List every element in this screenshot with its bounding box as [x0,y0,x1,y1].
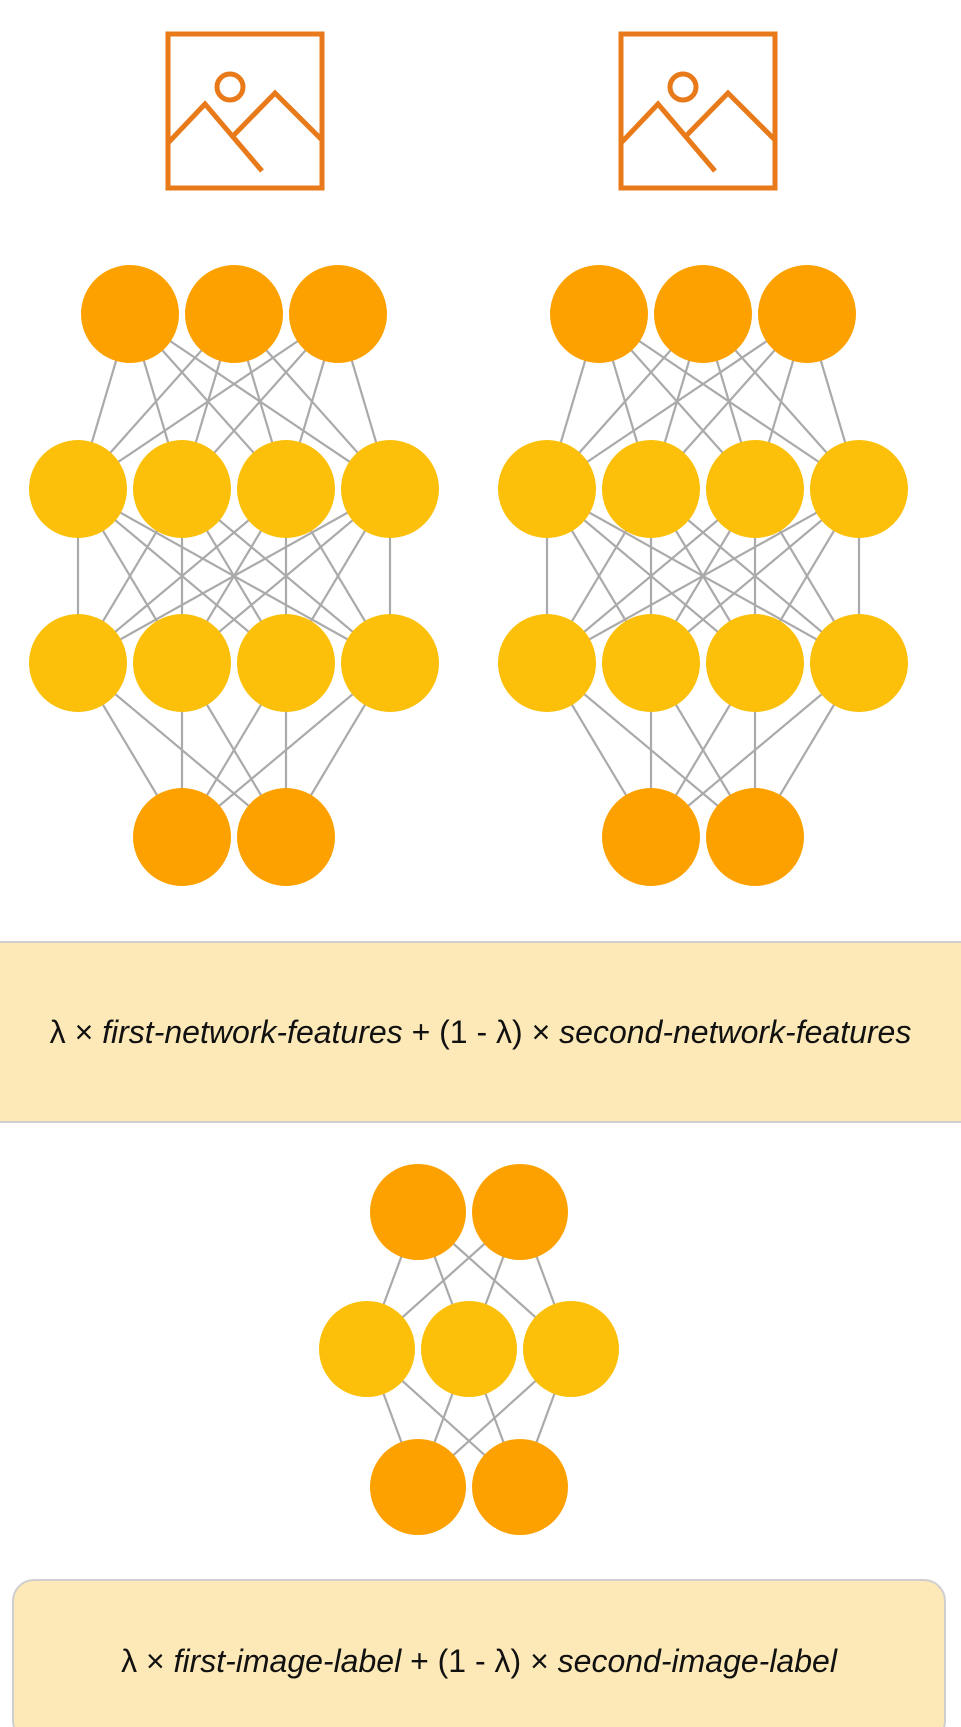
first-node-l2-0 [29,614,127,712]
plus-operator: + [402,1013,440,1050]
second-edge-l1-3-0 [546,488,860,664]
combined-node-l0-1 [472,1164,568,1260]
second-network [498,265,908,886]
times-operator: × [65,1013,103,1050]
second-node-l1-3 [810,440,908,538]
first-node-l0-1 [185,265,283,363]
first-network-features-term: first-network-features [102,1013,403,1050]
one-minus-lambda: (1 - λ) [439,1013,523,1050]
first-node-l1-2 [237,440,335,538]
combined-node-l1-0 [319,1301,415,1397]
second-node-l1-2 [706,440,804,538]
one-minus-lambda: (1 - λ) [437,1642,522,1679]
first-node-l0-0 [81,265,179,363]
first-edge-l1-3-0 [77,488,391,664]
second-node-l1-1 [602,440,700,538]
combined-node-l2-1 [472,1439,568,1535]
combined-node-l0-0 [370,1164,466,1260]
first-node-l3-1 [237,788,335,886]
second-image-icon [618,31,778,191]
first-node-l2-1 [133,614,231,712]
first-node-l0-2 [289,265,387,363]
second-node-l1-0 [498,440,596,538]
first-node-l1-3 [341,440,439,538]
second-node-l3-1 [706,788,804,886]
label-mix-formula: λ × first-image-label + (1 - λ) × second… [12,1579,946,1727]
combined-node-l1-2 [523,1301,619,1397]
first-node-l2-2 [237,614,335,712]
combined-node-l2-0 [370,1439,466,1535]
first-edge-l0-2-0 [77,313,339,490]
second-node-l0-2 [758,265,856,363]
plus-operator: + [401,1642,438,1679]
lambda-symbol: λ [49,1013,66,1050]
second-node-l3-0 [602,788,700,886]
second-edge-l0-2-0 [546,313,808,490]
second-node-l2-2 [706,614,804,712]
mixed-network [319,1164,619,1535]
first-node-l1-0 [29,440,127,538]
first-network [29,265,439,886]
second-node-l0-0 [550,265,648,363]
first-node-l1-1 [133,440,231,538]
second-node-l2-3 [810,614,908,712]
times-operator: × [521,1642,558,1679]
lambda-symbol: λ [121,1642,138,1679]
times-operator: × [137,1642,174,1679]
second-network-features-term: second-network-features [559,1013,912,1050]
second-image-label-term: second-image-label [557,1642,837,1679]
first-image-label-term: first-image-label [173,1642,402,1679]
first-image-icon [165,31,325,191]
second-node-l2-0 [498,614,596,712]
feature-mix-formula: λ × first-network-features + (1 - λ) × s… [0,941,961,1123]
second-node-l0-1 [654,265,752,363]
second-node-l2-1 [602,614,700,712]
first-node-l2-3 [341,614,439,712]
first-node-l3-0 [133,788,231,886]
times-operator: × [522,1013,560,1050]
combined-node-l1-1 [421,1301,517,1397]
